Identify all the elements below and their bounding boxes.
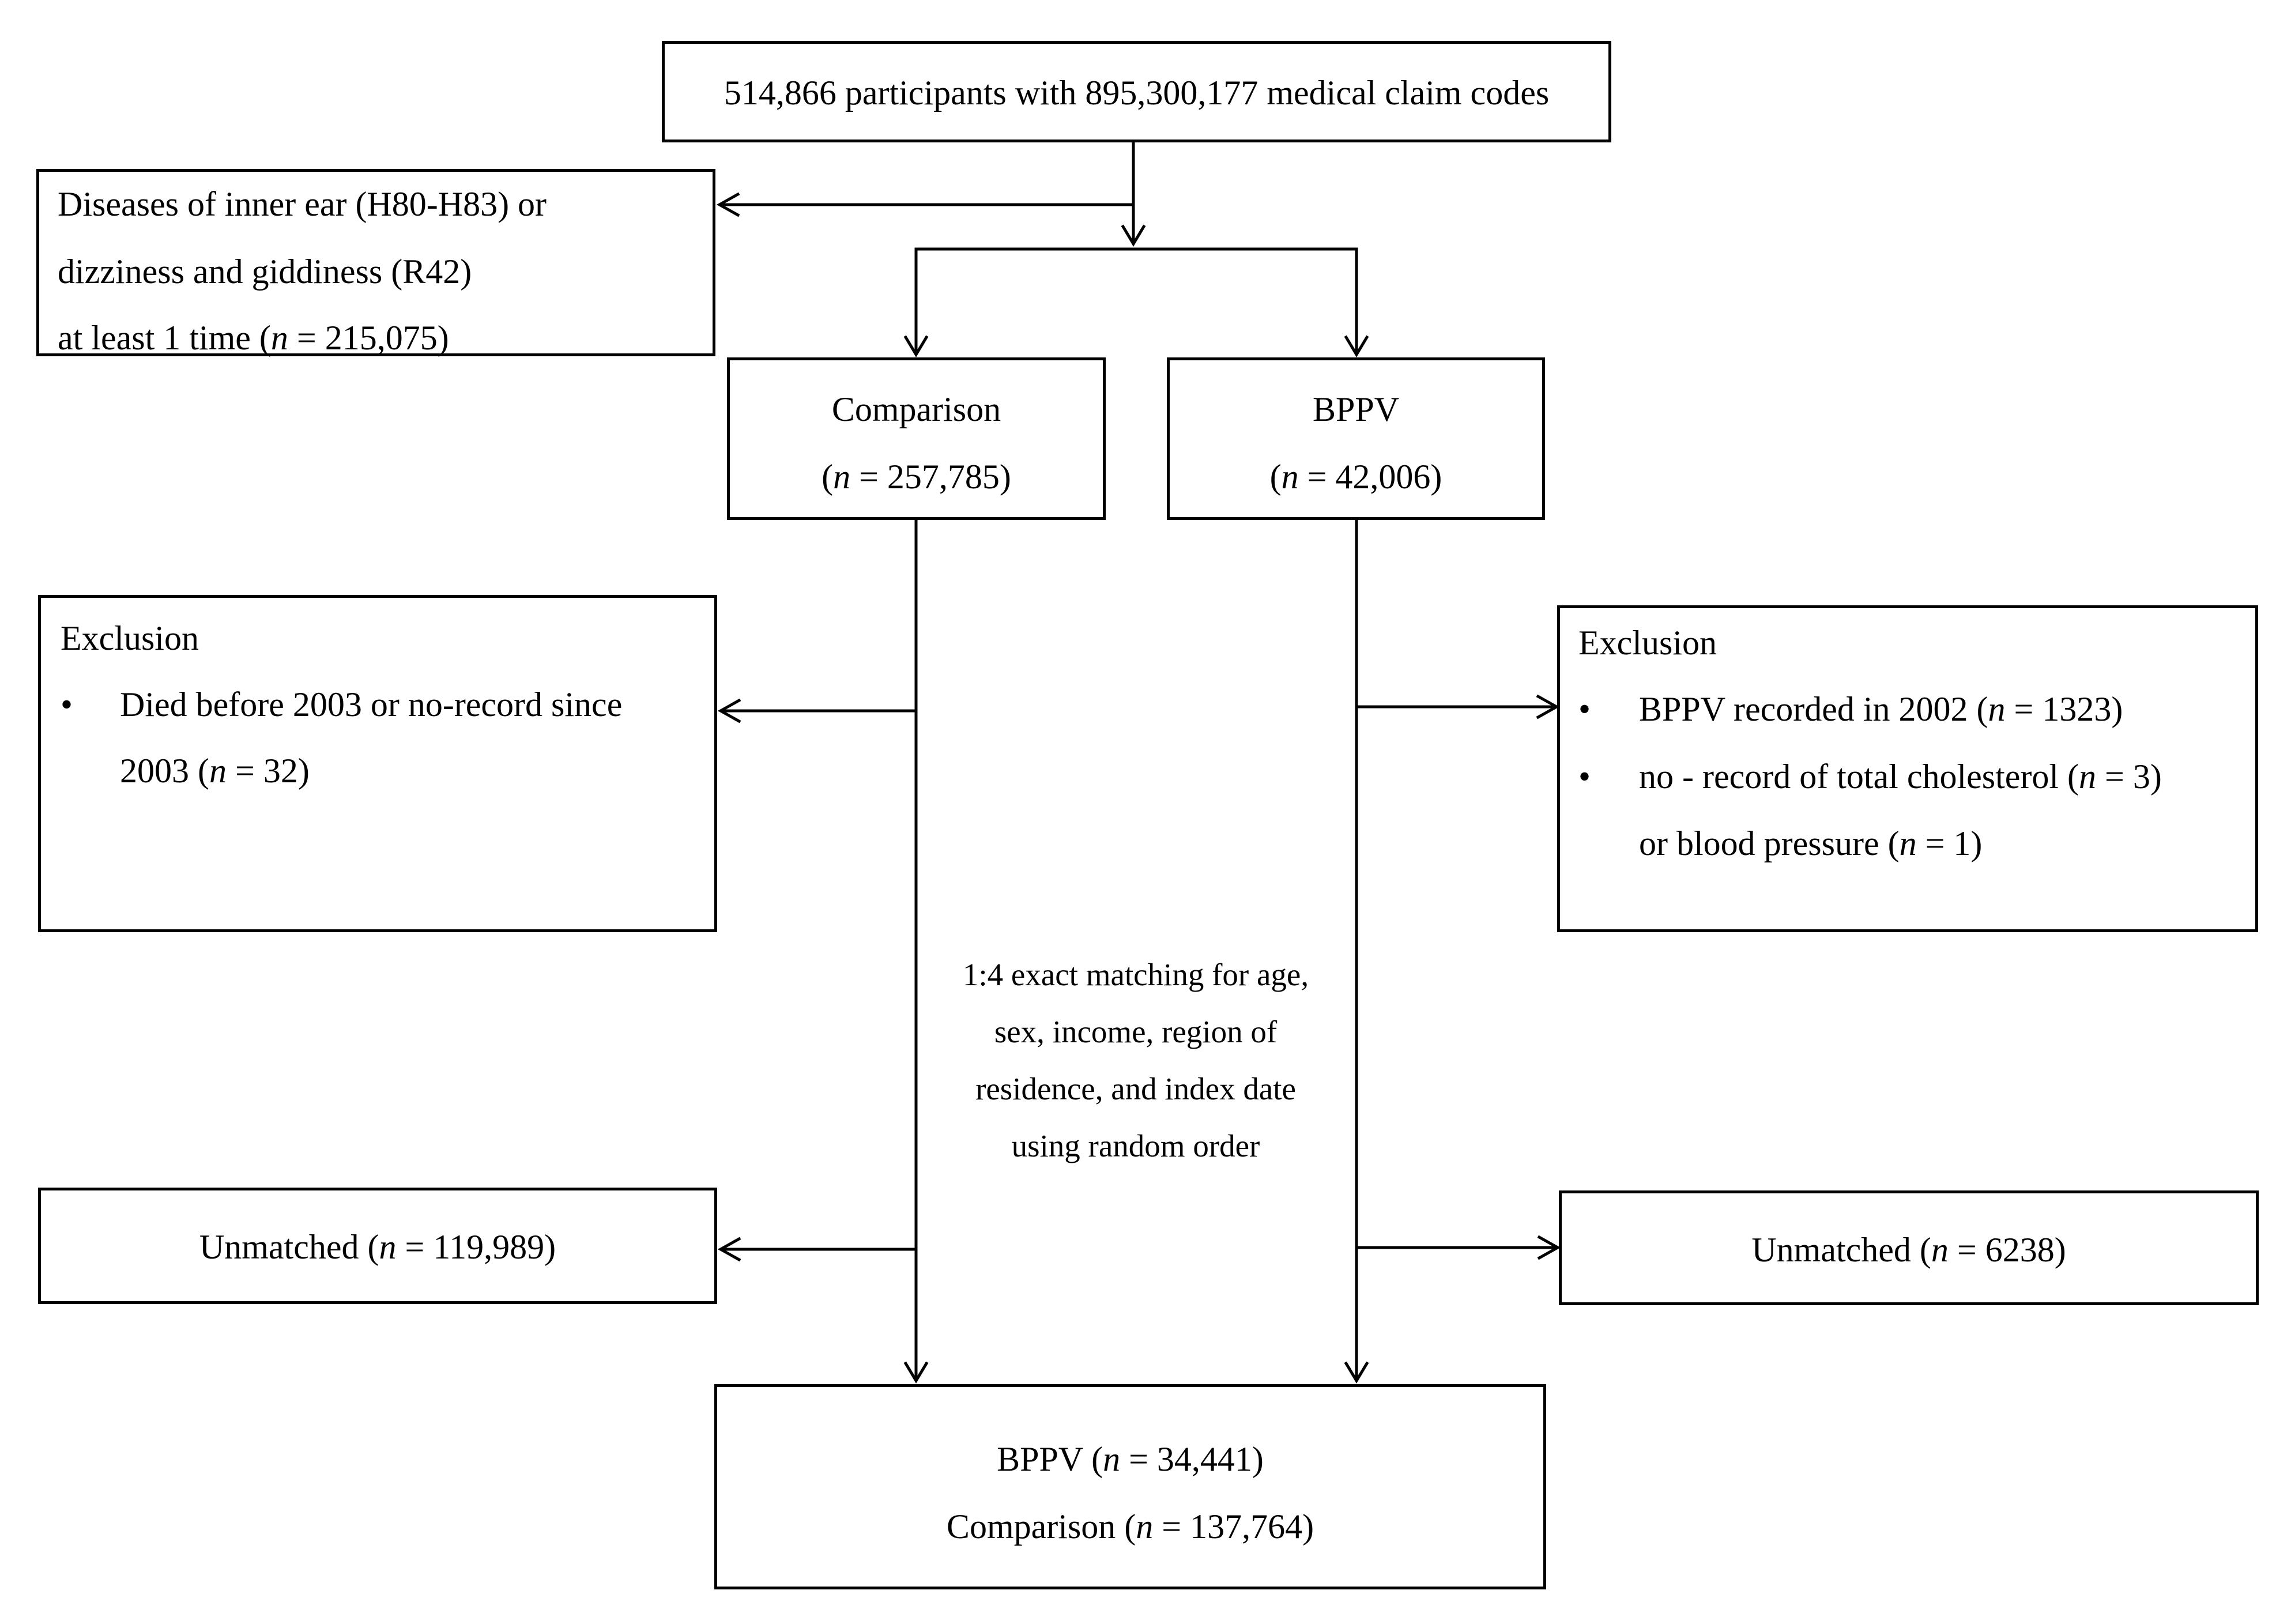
right-exclusion-item-2: no - record of total cholesterol (n = 3): [1639, 758, 2162, 796]
right-exclusion-item-1: BPPV recorded in 2002 (n = 1323): [1639, 690, 2123, 728]
bppv-final-arrowhead: [1344, 1361, 1369, 1384]
inner-ear-line-1: Diseases of inner ear (H80-H83) or: [58, 185, 547, 223]
left-exclusion-item-line-1: Died before 2003 or no-record since: [120, 685, 623, 724]
comparison-count: (n = 257,785): [822, 458, 1011, 496]
left-exclusion-arrowhead: [717, 698, 741, 724]
matching-note-line-2: sex, income, region of: [994, 1014, 1278, 1049]
top-trunk-arrowhead: [1121, 224, 1146, 247]
inner-ear-box: Diseases of inner ear (H80-H83) or dizzi…: [36, 169, 715, 356]
right-exclusion-box: Exclusion • BPPV recorded in 2002 (n = 1…: [1557, 605, 2258, 932]
to-bppv-arrowhead: [1344, 335, 1369, 357]
comparison-box: Comparison (n = 257,785): [727, 357, 1106, 520]
right-unmatched-arrowhead: [1537, 1235, 1561, 1260]
to-comparison-arrowhead: [903, 335, 929, 357]
left-exclusion-bullet: •: [61, 685, 73, 724]
final-box: BPPV (n = 34,441) Comparison (n = 137,76…: [714, 1384, 1546, 1589]
matching-note-line-3: residence, and index date: [975, 1071, 1296, 1106]
right-exclusion-arrowhead: [1536, 694, 1560, 719]
final-comparison-count: Comparison (n = 137,764): [946, 1508, 1314, 1546]
bppv-box: BPPV (n = 42,006): [1167, 357, 1545, 520]
left-unmatched-text: Unmatched (n = 119,989): [199, 1228, 556, 1266]
right-exclusion-item-2-line-2: or blood pressure (n = 1): [1639, 824, 1983, 862]
bppv-title: BPPV: [1312, 390, 1400, 428]
inner-ear-line-2: dizziness and giddiness (R42): [58, 253, 472, 291]
comparison-title: Comparison: [831, 390, 1001, 428]
matching-note-line-4: using random order: [1011, 1128, 1260, 1163]
left-exclusion-box: Exclusion • Died before 2003 or no-recor…: [38, 595, 717, 932]
right-unmatched-box: Unmatched (n = 6238): [1559, 1190, 2259, 1305]
right-unmatched-text: Unmatched (n = 6238): [1751, 1231, 2066, 1269]
right-exclusion-title: Exclusion: [1578, 624, 1717, 662]
right-exclusion-bullet-2: •: [1578, 758, 1591, 796]
left-unmatched-arrowhead: [717, 1237, 741, 1262]
matching-note-line-1: 1:4 exact matching for age,: [962, 957, 1309, 992]
bppv-count: (n = 42,006): [1269, 458, 1442, 496]
participants-box: 514,866 participants with 895,300,177 me…: [662, 41, 1611, 142]
right-exclusion-bullet-1: •: [1578, 690, 1591, 728]
left-exclusion-title: Exclusion: [61, 619, 199, 657]
participants-text: 514,866 participants with 895,300,177 me…: [724, 74, 1550, 112]
inner-ear-arrowhead: [716, 192, 740, 217]
final-bppv-count: BPPV (n = 34,441): [997, 1440, 1264, 1478]
comparison-final-arrowhead: [903, 1361, 929, 1384]
inner-ear-line-3: at least 1 time (n = 215,075): [58, 319, 449, 357]
left-exclusion-item-line-2: 2003 (n = 32): [120, 752, 310, 790]
left-unmatched-box: Unmatched (n = 119,989): [38, 1188, 717, 1304]
